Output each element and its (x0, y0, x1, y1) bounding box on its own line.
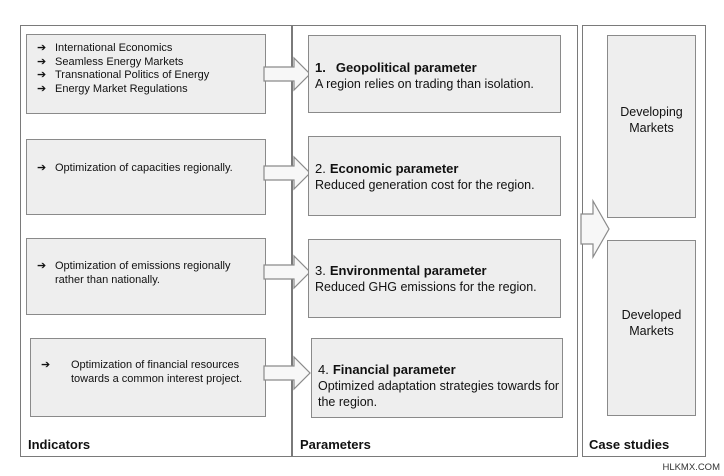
parameter-box-3: 3.Environmental parameter Reduced GHG em… (308, 239, 561, 318)
case-study-developed-markets: Developed Markets (607, 240, 696, 416)
indicator-text: Seamless Energy Markets (55, 55, 184, 68)
watermark: HLKMX.COM (662, 462, 720, 473)
parameter-title: 2.Economic parameter (315, 161, 560, 177)
indicator-item: ➔ Energy Market Regulations (27, 83, 265, 97)
indicator-item: ➔ Optimization of capacities regionally. (27, 162, 265, 176)
case-study-label: Developed Markets (621, 308, 682, 338)
parameter-name: Environmental parameter (329, 263, 487, 278)
arrow-bullet-icon: ➔ (37, 260, 47, 272)
case-studies-label: Case studies (589, 437, 670, 452)
indicators-label: Indicators (28, 437, 91, 452)
parameter-box-1: 1. Geopolitical parameter A region relies… (308, 35, 561, 113)
indicator-box-1: ➔ International Economics ➔ Seamless Energ… (26, 34, 266, 114)
arrow-right-icon (580, 198, 610, 260)
parameter-description: Optimized adaptation strategies towards … (318, 379, 560, 409)
arrow-bullet-icon: ➔ (37, 162, 47, 174)
indicator-box-4: ➔ Optimization of financial resources tow… (30, 338, 266, 417)
arrow-bullet-icon: ➔ (37, 82, 47, 95)
parameter-description: Reduced GHG emissions for the region. (315, 280, 537, 294)
arrow-bullet-icon: ➔ (37, 55, 47, 68)
indicator-text: Transnational Politics of Energy (55, 69, 210, 81)
arrow-right-icon (263, 254, 311, 290)
indicator-box-3: ➔ Optimization of emissions regionally ra… (26, 238, 266, 315)
parameter-name: Geopolitical parameter (335, 60, 477, 75)
indicator-text: Optimization of financial resources towa… (71, 359, 243, 385)
parameters-label: Parameters (300, 437, 371, 452)
indicator-text: International Economics (55, 42, 173, 54)
indicator-item: ➔ Transnational Politics of Energy (27, 69, 265, 83)
parameter-name: Economic parameter (329, 161, 459, 176)
parameter-title: 4.Financial parameter (318, 362, 562, 378)
indicator-item: ➔ Optimization of emissions regionally ra… (27, 260, 265, 287)
indicator-item: ➔ International Economics (27, 42, 265, 56)
arrow-bullet-icon: ➔ (37, 69, 47, 81)
arrow-right-icon (263, 355, 311, 391)
indicator-text: Optimization of capacities regionally. (55, 162, 233, 174)
parameter-number: 4. (318, 362, 329, 377)
parameter-name: Financial parameter (332, 362, 456, 377)
parameter-box-4: 4.Financial parameter Optimized adaptati… (311, 338, 563, 418)
arrow-bullet-icon: ➔ (41, 359, 51, 371)
indicator-text: Energy Market Regulations (55, 82, 188, 95)
parameter-title: 3.Environmental parameter (315, 263, 560, 279)
indicator-text: Optimization of emissions regionally rat… (55, 260, 231, 286)
case-study-developing-markets: Developing Markets (607, 35, 696, 218)
parameter-number: 3. (315, 263, 326, 278)
indicator-item: ➔ Optimization of financial resources tow… (31, 359, 265, 386)
indicator-item: ➔ Seamless Energy Markets (27, 56, 265, 70)
parameter-description: Reduced generation cost for the region. (315, 178, 535, 192)
parameter-number: 2. (315, 161, 326, 176)
parameter-description: A region relies on trading than isolatio… (315, 77, 534, 91)
arrow-bullet-icon: ➔ (37, 42, 47, 54)
parameter-number: 1. (315, 60, 326, 75)
arrow-right-icon (263, 56, 311, 92)
parameter-title: 1. Geopolitical parameter (315, 60, 560, 76)
indicator-box-2: ➔ Optimization of capacities regionally. (26, 139, 266, 215)
arrow-right-icon (263, 155, 311, 191)
case-study-label: Developing Markets (620, 105, 683, 135)
parameter-box-2: 2.Economic parameter Reduced generation … (308, 136, 561, 216)
